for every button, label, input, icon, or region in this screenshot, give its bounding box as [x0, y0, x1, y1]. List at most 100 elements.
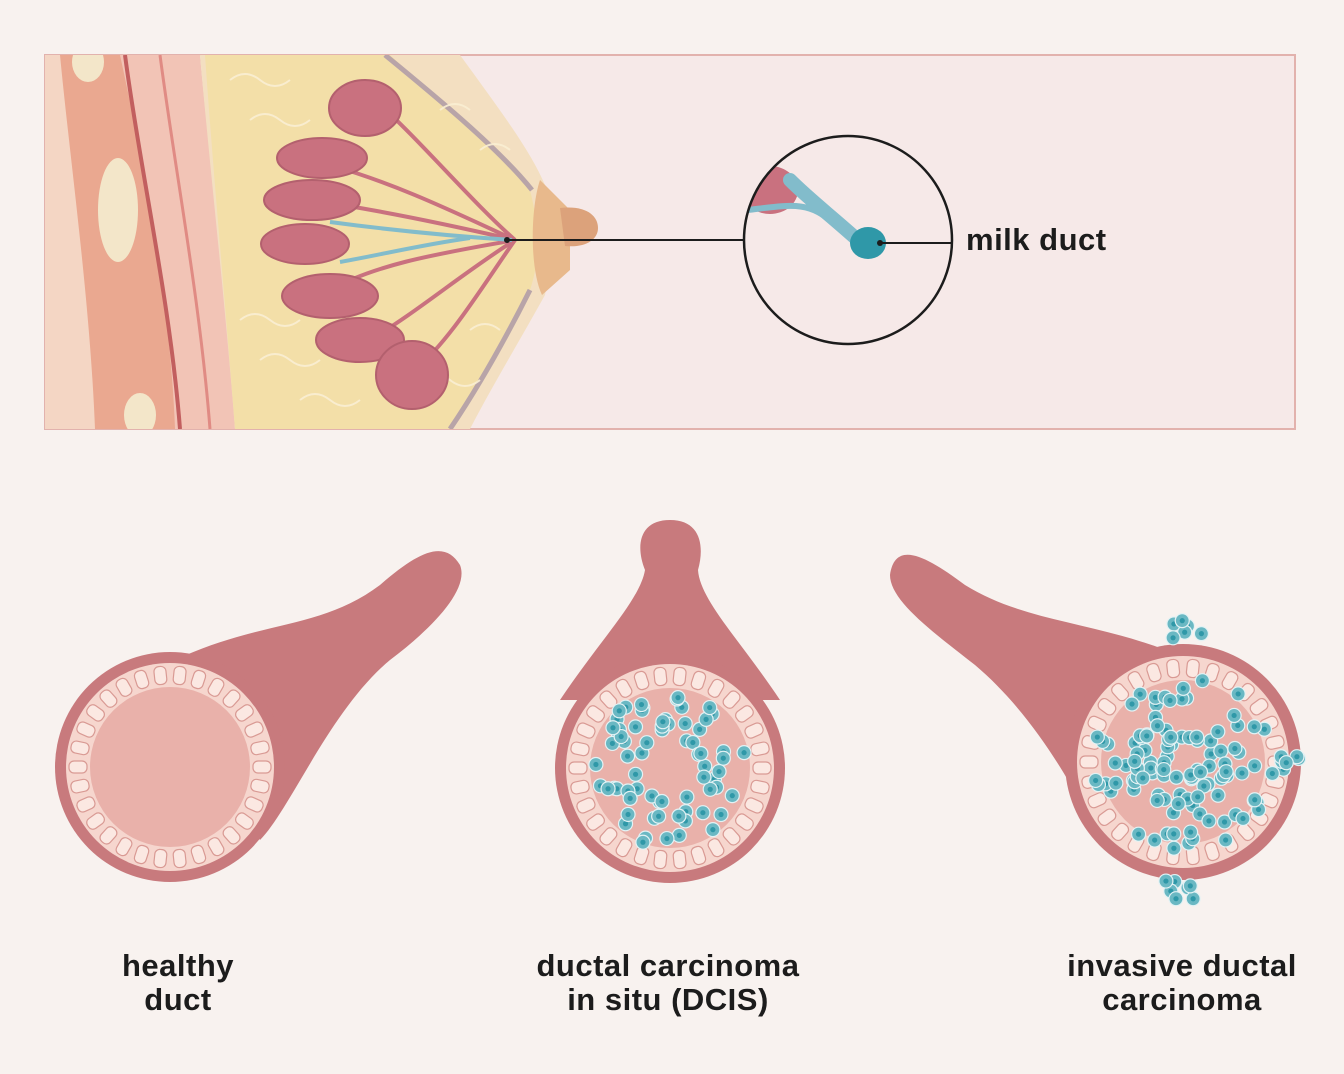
- epithelial-cell: [707, 838, 725, 858]
- cancer-cell-nucleus: [1173, 774, 1180, 780]
- epithelial-cell: [1204, 841, 1220, 862]
- lobule: [375, 340, 449, 410]
- epithelial-cell: [222, 689, 241, 708]
- epithelial-cell: [599, 827, 618, 846]
- epithelial-cell-ring: [1079, 658, 1287, 866]
- cancer-cell-nucleus: [639, 750, 645, 756]
- cancer-cell-nucleus: [707, 786, 713, 792]
- cancer-cell-nucleus: [1261, 726, 1268, 732]
- cancer-cell-nucleus: [1187, 883, 1193, 889]
- cancer-cell-nucleus: [1188, 772, 1194, 778]
- caption-line-2: duct: [144, 982, 212, 1017]
- epithelial-cell: [615, 838, 633, 858]
- dcis-duct-illustration: [555, 520, 785, 883]
- cancer-cell-nucleus: [1152, 694, 1159, 700]
- caption-line-2: in situ (DCIS): [567, 982, 769, 1017]
- cancer-cell-nucleus: [627, 795, 633, 801]
- epithelial-cell: [190, 669, 207, 690]
- lobule: [263, 179, 361, 221]
- cancer-cell-nucleus: [632, 724, 639, 730]
- cancer-cell-nucleus: [1161, 766, 1167, 773]
- epithelial-cell: [586, 705, 605, 723]
- cancer-cell-nucleus: [1179, 618, 1185, 624]
- cancer-cell-nucleus: [610, 725, 616, 731]
- cancer-cell-nucleus: [1132, 758, 1138, 764]
- epithelial-cell: [244, 796, 264, 813]
- cancer-cell-nucleus: [716, 768, 722, 775]
- lobule: [276, 137, 368, 179]
- cancer-cell-nucleus: [707, 704, 713, 711]
- epithelial-cell: [115, 677, 133, 697]
- cancer-cell-nucleus: [1195, 794, 1201, 800]
- cancer-cell-nucleus: [1140, 775, 1146, 781]
- caption-line-1: ductal carcinoma: [536, 948, 800, 983]
- cancer-cell-nucleus: [718, 811, 724, 818]
- cancer-cell-nucleus: [1152, 837, 1158, 843]
- epithelial-cell: [99, 826, 118, 845]
- cancer-cell-nucleus: [710, 827, 716, 833]
- cancer-cell-nucleus: [632, 771, 639, 777]
- cancer-cell-cluster: [1088, 613, 1307, 907]
- cancer-cell-nucleus: [1223, 769, 1229, 775]
- cancer-cell-nucleus: [609, 740, 615, 747]
- cancer-cell-nucleus: [1206, 818, 1212, 824]
- cancer-cell-nucleus: [1173, 896, 1179, 902]
- cancer-cell-nucleus: [1171, 831, 1177, 837]
- epithelial-cell: [722, 690, 741, 709]
- lobules: [260, 79, 449, 410]
- duct-lumen: [1101, 680, 1265, 844]
- cancer-cell-nucleus: [1231, 712, 1237, 719]
- epithelial-cell: [70, 740, 90, 756]
- epithelial-cell: [586, 813, 605, 831]
- epithelial-cell: [653, 849, 668, 870]
- rib-cross-section: [72, 55, 104, 82]
- cancer-cell-nucleus: [622, 821, 629, 827]
- cancer-cell-nucleus: [679, 704, 685, 710]
- lobule: [328, 79, 402, 137]
- epithelial-cell: [1166, 658, 1181, 679]
- cancer-cell-nucleus: [684, 794, 690, 800]
- epithelial-cell: [1087, 715, 1107, 732]
- nipple: [560, 207, 598, 247]
- cancer-cell-nucleus: [1240, 815, 1246, 822]
- epithelial-cell: [744, 722, 764, 739]
- cancer-cell-nucleus: [701, 774, 707, 780]
- cancer-cell-nucleus: [1232, 745, 1238, 752]
- highlighted-milk-duct: [329, 220, 513, 264]
- lobule: [260, 223, 350, 265]
- epithelial-cell: [690, 845, 707, 866]
- cancer-cell-nucleus: [1199, 678, 1206, 684]
- cancer-cell-nucleus: [690, 739, 696, 746]
- cancer-cell-nucleus: [1221, 819, 1228, 825]
- cancer-cell-nucleus: [682, 720, 688, 727]
- epithelial-cell: [1221, 671, 1239, 691]
- epithelial-cell: [153, 665, 168, 686]
- cancer-cell-nucleus: [741, 750, 747, 756]
- epithelial-cell: [68, 760, 88, 774]
- cancer-cell-nucleus: [676, 813, 682, 819]
- dcis-caption: ductal carcinoma in situ (DCIS): [508, 949, 828, 1017]
- epithelial-cell: [207, 677, 225, 697]
- epithelial-cell: [690, 670, 707, 691]
- epithelial-cell: [76, 796, 96, 813]
- cancer-cell-nucleus: [676, 832, 682, 838]
- cancer-cell-nucleus: [1197, 769, 1204, 775]
- cancer-cell-nucleus: [616, 708, 622, 714]
- healthy-duct-illustration: [55, 551, 462, 882]
- epithelial-cell: [172, 665, 187, 686]
- cancer-cell-nucleus: [1187, 829, 1194, 835]
- epithelial-cell: [133, 844, 150, 865]
- cancer-cell-nucleus: [1094, 734, 1100, 740]
- caption-line-2: carcinoma: [1102, 982, 1262, 1017]
- epithelial-cell: [672, 849, 687, 870]
- cancer-cell-nucleus: [1154, 797, 1160, 804]
- cancer-cell-nucleus: [1235, 691, 1241, 697]
- cancer-cell-nucleus: [697, 726, 703, 732]
- epithelial-cell: [250, 778, 270, 794]
- epithelial-cell: [1097, 697, 1117, 716]
- cancer-cell-nucleus: [1251, 724, 1257, 730]
- epithelial-cell: [568, 761, 588, 775]
- epithelial-cell: [744, 797, 764, 814]
- cancer-cell-nucleus: [1184, 796, 1191, 802]
